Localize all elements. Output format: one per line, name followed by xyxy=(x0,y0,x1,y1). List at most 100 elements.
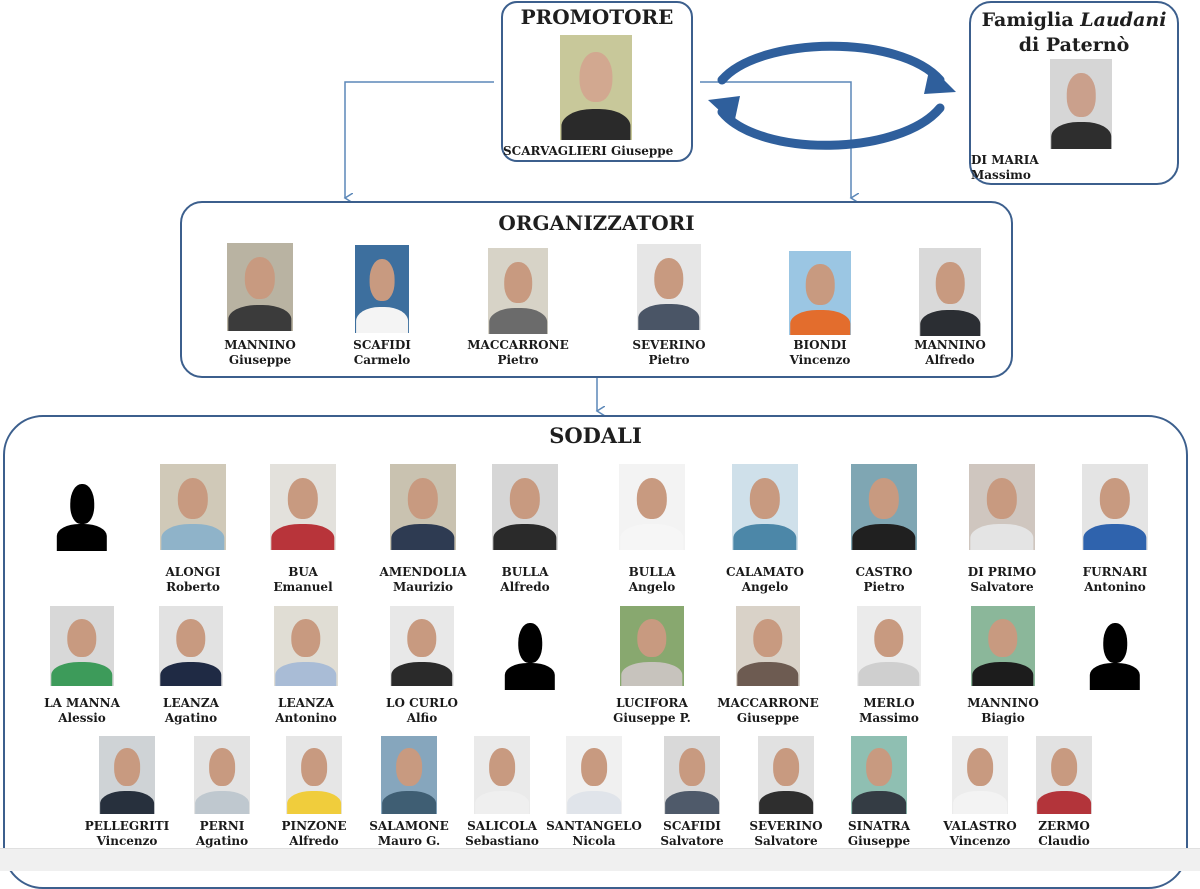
mugshot-photo xyxy=(619,464,685,550)
famiglia-surname: DI MARIA xyxy=(971,153,1039,167)
person-first-name: Claudio xyxy=(1038,834,1090,848)
mugshot-photo xyxy=(99,736,155,814)
person-first-name: Alfredo xyxy=(289,834,339,848)
famiglia-title: Famiglia Laudani di Paternò xyxy=(971,8,1177,58)
person-first-name: Biagio xyxy=(981,711,1025,725)
person-first-name: Pietro xyxy=(648,353,690,367)
person-surname: LEANZA xyxy=(163,696,219,710)
silhouette-icon xyxy=(502,612,558,690)
person-surname: SEVERINO xyxy=(632,338,706,352)
person-surname: LA MANNA xyxy=(44,696,120,710)
mugshot-photo xyxy=(758,736,814,814)
mugshot-photo xyxy=(474,736,530,814)
mugshot-photo xyxy=(971,606,1035,686)
mugshot-photo xyxy=(919,248,981,336)
mugshot-photo xyxy=(952,736,1008,814)
person-first-name: Mauro G. xyxy=(377,834,441,848)
person-first-name: Angelo xyxy=(741,580,789,594)
person-surname: SALICOLA xyxy=(467,819,537,833)
person-first-name: Antonino xyxy=(275,711,337,725)
person-surname: PELLEGRITI xyxy=(84,819,170,833)
person-first-name: Vincenzo xyxy=(949,834,1011,848)
person-first-name: Nicola xyxy=(572,834,616,848)
person-surname: CASTRO xyxy=(855,565,913,579)
promotore-name: SCARVAGLIERI Giuseppe xyxy=(503,144,674,158)
person-first-name: Giuseppe xyxy=(228,353,292,367)
mugshot-photo xyxy=(492,464,558,550)
person-surname: BUA xyxy=(288,565,318,579)
mugshot-photo xyxy=(732,464,798,550)
person-surname: MERLO xyxy=(863,696,915,710)
person-surname: MANNINO xyxy=(914,338,986,352)
silhouette-icon xyxy=(1087,612,1143,690)
promotore-photo xyxy=(560,35,632,140)
person-first-name: Vincenzo xyxy=(96,834,158,848)
mugshot-photo xyxy=(857,606,921,686)
mugshot-photo xyxy=(1036,736,1092,814)
person-surname: VALASTRO xyxy=(943,819,1017,833)
person-surname: MANNINO xyxy=(224,338,296,352)
person-first-name: Roberto xyxy=(166,580,220,594)
person-surname: SALAMONE xyxy=(369,819,449,833)
mugshot-photo xyxy=(194,736,250,814)
mugshot-photo xyxy=(664,736,720,814)
person-surname: SEVERINO xyxy=(749,819,823,833)
person-surname: CALAMATO xyxy=(726,565,804,579)
mugshot-photo xyxy=(620,606,684,686)
mugshot-photo xyxy=(381,736,437,814)
person-first-name: Giuseppe xyxy=(736,711,800,725)
mugshot-photo xyxy=(159,606,223,686)
mugshot-photo xyxy=(160,464,226,550)
famiglia-photo xyxy=(1050,59,1112,149)
person-surname: PERNI xyxy=(199,819,245,833)
arrow-promotore-right xyxy=(700,81,851,198)
person-first-name: Salvatore xyxy=(660,834,724,848)
person-surname: FURNARI xyxy=(1082,565,1148,579)
person-surname: MACCARRONE xyxy=(717,696,819,710)
organizzatori-title: ORGANIZZATORI xyxy=(498,211,695,235)
mugshot-photo xyxy=(390,606,454,686)
person-first-name: Massimo xyxy=(859,711,919,725)
person-first-name: Pietro xyxy=(497,353,539,367)
person-first-name: Pietro xyxy=(863,580,905,594)
person-surname: SINATRA xyxy=(847,819,911,833)
person-card xyxy=(1045,612,1185,690)
person-first-name: Giuseppe P. xyxy=(613,711,691,725)
person-first-name: Alessio xyxy=(58,711,106,725)
person-first-name: Agatino xyxy=(164,711,218,725)
